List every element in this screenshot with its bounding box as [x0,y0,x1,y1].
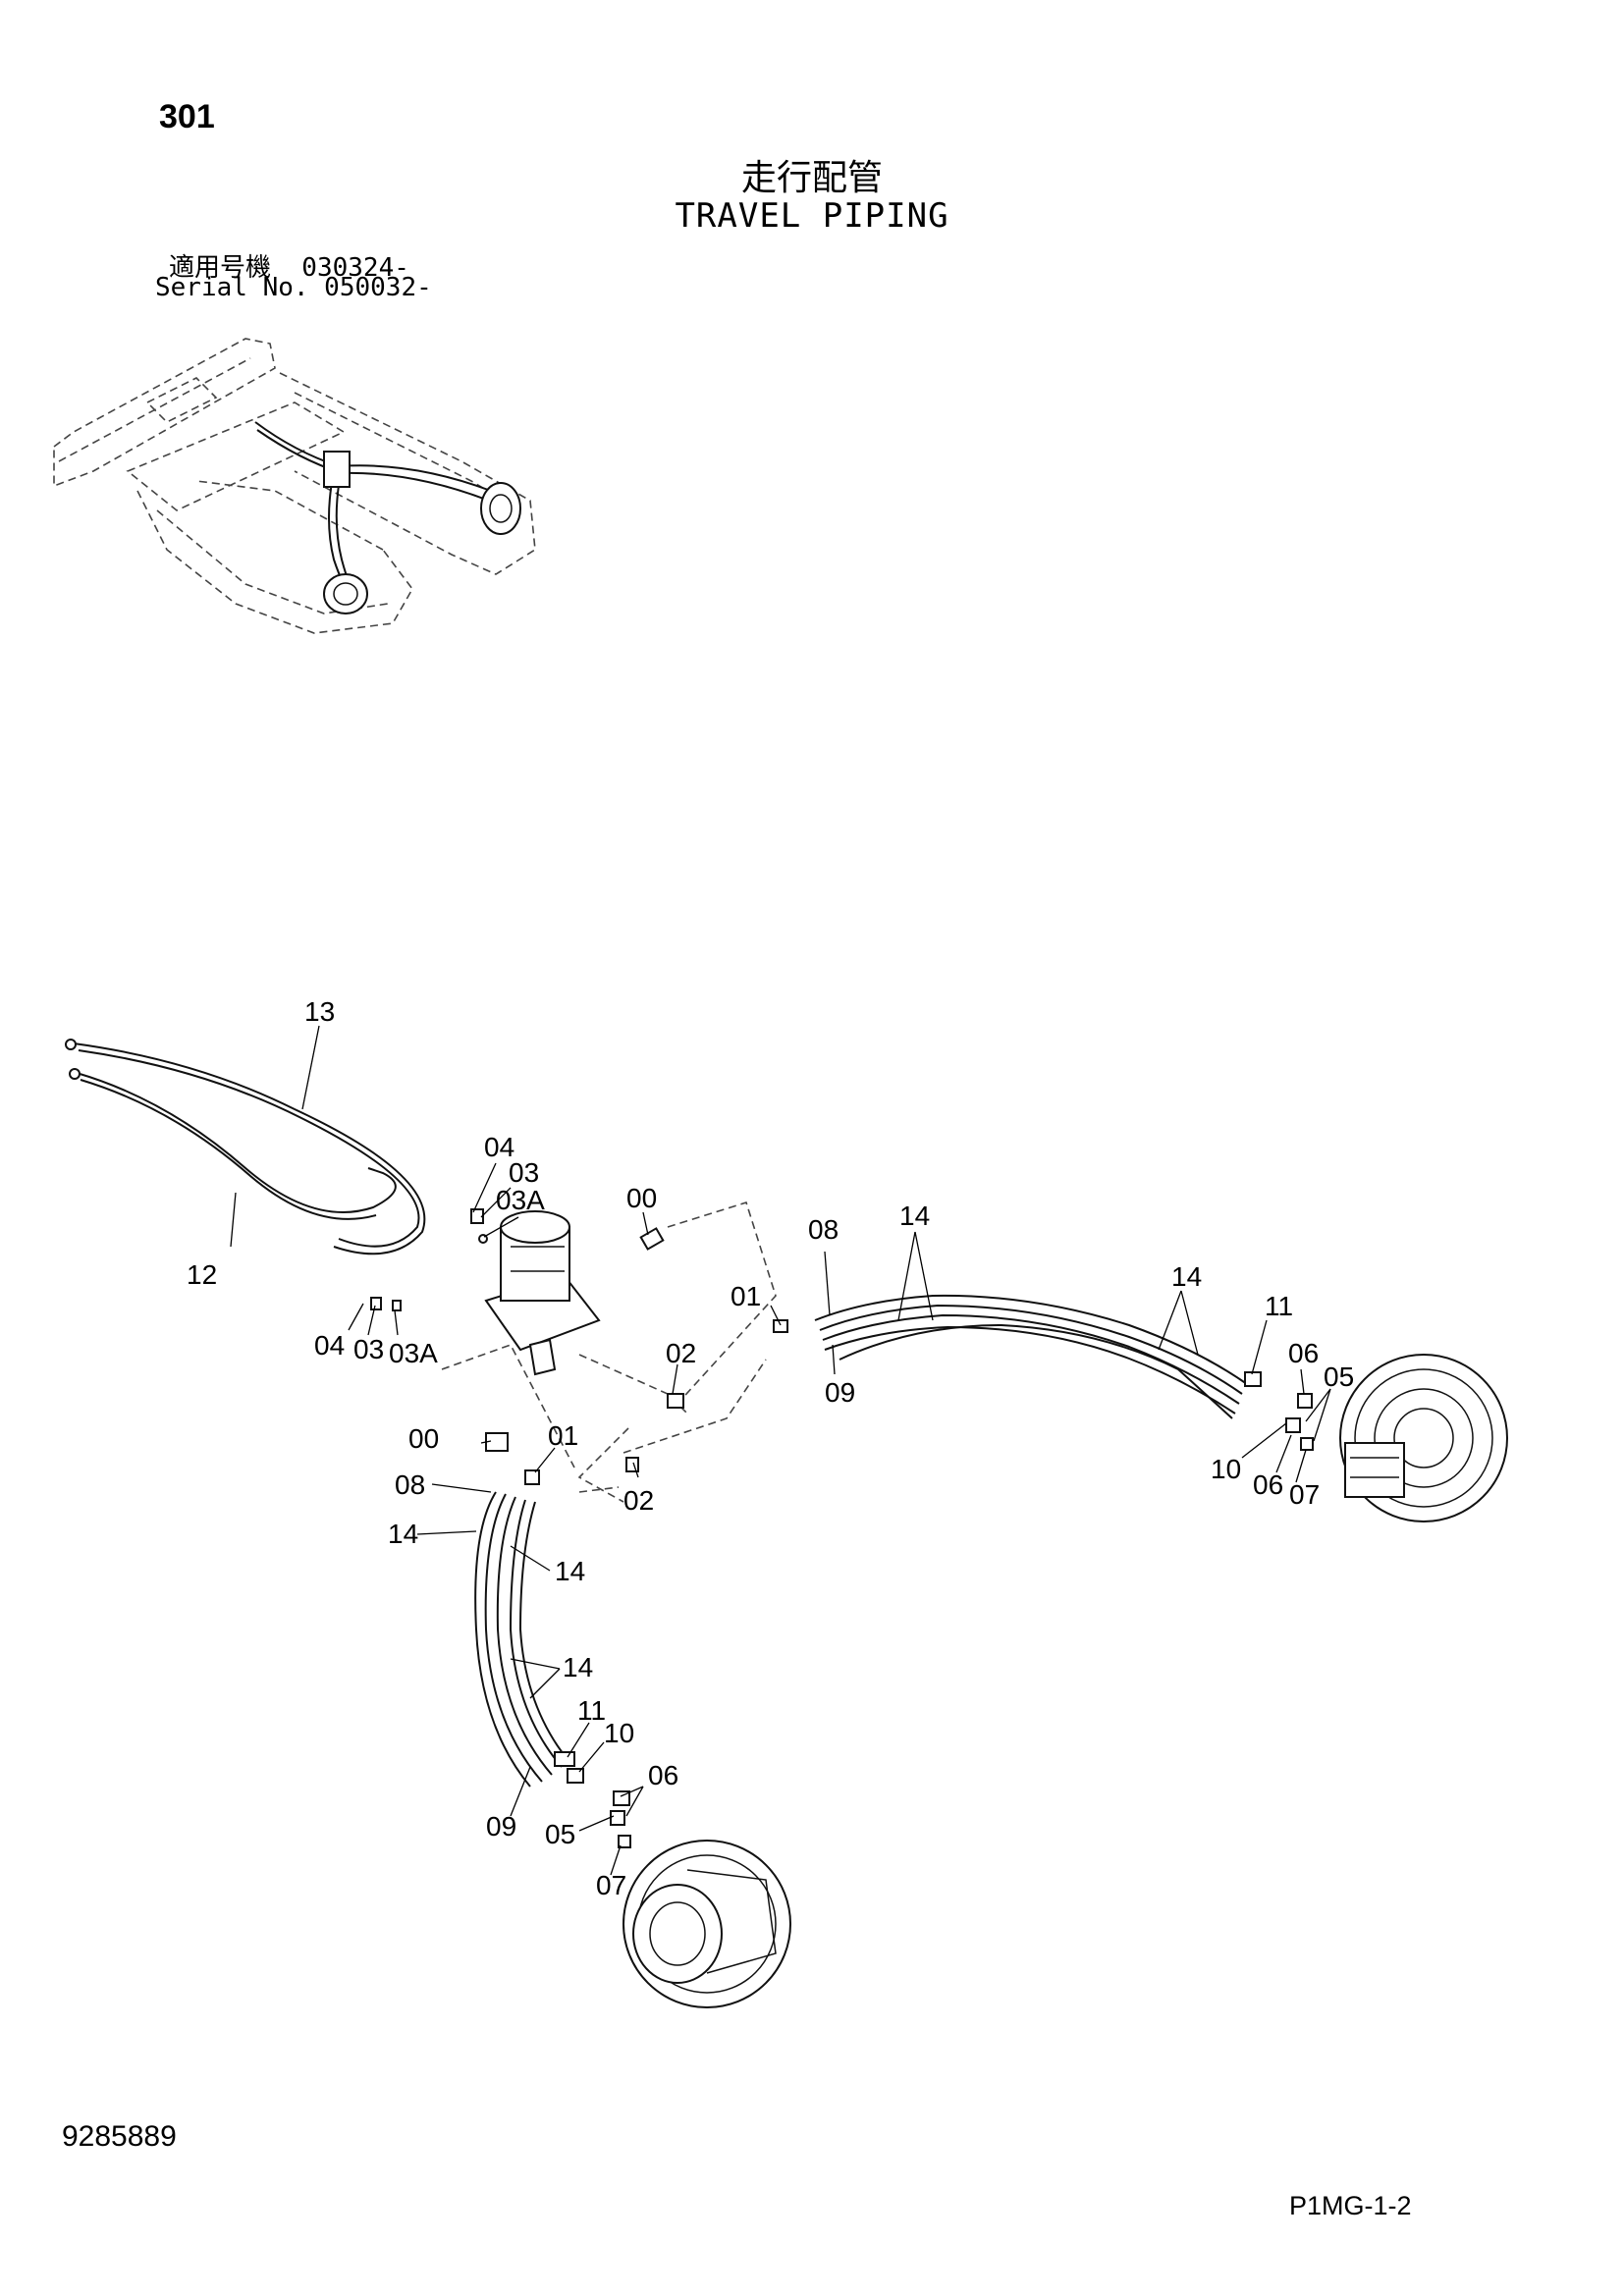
callout-label: 14 [563,1652,593,1682]
overview-machine-thumbnail [53,338,536,634]
dashed-connection-lines [441,1201,777,1503]
callout-label: 06 [1253,1469,1283,1500]
callout-label: 09 [486,1811,516,1842]
callout-label: 02 [623,1485,654,1516]
callout-label: 13 [304,996,335,1027]
serial-applicability-jp: 適用号機 030324- [169,253,409,283]
callout-label: 03A [389,1338,438,1368]
page-number: 301 [159,98,215,135]
callout-label: 14 [1171,1261,1202,1292]
callout-labels: 13 12 04 03 03A 00 08 14 14 01 09 11 06 … [187,996,1354,1900]
callout-label: 04 [314,1330,345,1361]
callout-label: 11 [1265,1291,1293,1321]
callout-label: 06 [648,1760,678,1790]
center-swivel-joint [484,1210,601,1376]
callout-label: 10 [604,1718,634,1748]
callout-label: 12 [187,1259,217,1290]
title-english: TRAVEL PIPING [675,196,949,236]
callout-label: 14 [388,1519,418,1549]
hose-loop-12-13 [65,1039,426,1255]
callout-label: 05 [1324,1362,1354,1392]
callout-label: 14 [555,1556,585,1586]
left-travel-motor [623,1840,791,2008]
callout-label: 14 [899,1201,930,1231]
callout-label: 11 [577,1695,606,1726]
serial-number-label: Serial No. 050032- [155,273,432,302]
title-japanese: 走行配管 [740,158,883,198]
callout-label: 05 [545,1819,575,1849]
callout-label: 08 [395,1469,425,1500]
callout-label: 10 [1211,1454,1241,1484]
callout-label: 03 [509,1157,539,1188]
callout-label: 01 [731,1281,761,1311]
hose-bundle-left [474,1491,570,1788]
callout-label: 00 [626,1183,657,1213]
callout-label: 02 [666,1338,696,1368]
callout-label: 07 [596,1870,626,1900]
callout-label: 08 [808,1214,839,1245]
callout-label: 06 [1288,1338,1319,1368]
page-code: P1MG-1-2 [1289,2191,1412,2220]
hose-bundle-right [814,1294,1248,1419]
callout-label: 03A [496,1185,545,1215]
callout-label: 07 [1289,1479,1320,1510]
leader-lines [230,1025,1331,1876]
callout-label: 04 [484,1132,514,1162]
callout-label: 00 [408,1423,439,1454]
callout-label: 09 [825,1377,855,1408]
right-travel-motor [1339,1354,1508,1522]
callout-label: 01 [548,1420,578,1451]
document-number: 9285889 [62,2120,177,2153]
callout-label: 03 [353,1334,384,1364]
